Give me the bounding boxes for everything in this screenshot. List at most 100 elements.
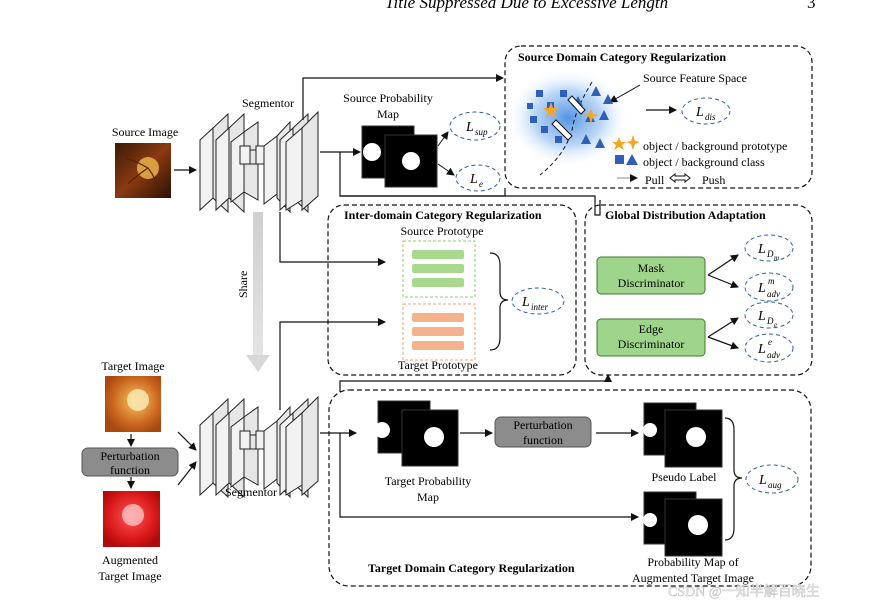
svg-text:D: D	[766, 249, 774, 259]
svg-text:adv: adv	[767, 350, 780, 360]
target-prob-label-1: Target Probability	[385, 474, 472, 488]
legend-push-icon	[669, 172, 691, 184]
legend-prototype-label: object / background prototype	[643, 139, 787, 153]
target-image-label: Target Image	[101, 359, 164, 373]
segmentor-to-source-domain-arrow	[302, 74, 504, 120]
prob-to-global-arrow	[340, 195, 601, 216]
decision-boundary	[539, 81, 593, 176]
loss-sup: L sup	[449, 111, 501, 141]
prob-to-lsup-arrow	[437, 131, 449, 147]
svg-text:sup: sup	[475, 127, 488, 137]
source-domain-title: Source Domain Category Regularization	[518, 50, 726, 64]
svg-text:aug: aug	[768, 480, 782, 490]
inter-domain-title: Inter-domain Category Regularization	[344, 208, 542, 222]
inter-brace	[489, 252, 509, 351]
source-prototype-stack	[402, 240, 476, 298]
svg-text:e: e	[768, 337, 772, 347]
svg-text:L: L	[695, 105, 704, 120]
loss-aug: L aug	[745, 464, 799, 494]
legend-pull-label: Pull	[645, 173, 665, 187]
svg-text:L: L	[465, 120, 474, 135]
svg-text:L: L	[757, 309, 766, 324]
source-image-label: Source Image	[112, 125, 178, 139]
share-arrow	[246, 212, 270, 372]
loss-adv-m: L m adv	[744, 272, 794, 302]
svg-text:Discriminator: Discriminator	[618, 337, 685, 351]
feature-space-pointer	[609, 84, 641, 103]
loss-dm: L D m	[744, 234, 794, 262]
augmented-target-image	[103, 491, 160, 547]
loss-adv-e: L e adv	[744, 333, 794, 363]
target-segmentor	[199, 395, 319, 499]
source-prob-map-label-2: Map	[377, 107, 399, 121]
svg-text:function: function	[523, 433, 563, 447]
legend-prototype-icons	[612, 135, 640, 150]
svg-text:D: D	[766, 316, 774, 326]
global-adaptation-title: Global Distribution Adaptation	[605, 208, 766, 222]
prob-to-le-arrow	[437, 163, 455, 176]
page-number: 3	[807, 0, 816, 12]
aug-probability-map	[643, 491, 723, 557]
source-probability-map	[361, 125, 438, 188]
svg-text:dis: dis	[705, 112, 716, 122]
target-prototype-stack	[402, 303, 476, 361]
feature-space-glow	[506, 68, 630, 168]
loss-de: L D e	[744, 301, 794, 329]
svg-text:function: function	[110, 463, 150, 477]
svg-text:L: L	[758, 473, 767, 488]
svg-text:L: L	[757, 242, 766, 257]
legend-class-label: object / background class	[643, 155, 765, 169]
target-segmentor-label: Segmentor	[225, 485, 277, 499]
target-prototype-label: Target Prototype	[398, 358, 478, 372]
mask-discriminator: Mask Discriminator	[596, 256, 706, 295]
source-segmentor-label: Segmentor	[242, 96, 294, 110]
svg-text:adv: adv	[767, 289, 780, 299]
target-prob-label-2: Map	[417, 490, 439, 504]
augmented-to-segmentor-arrow	[177, 461, 197, 486]
target-domain-panel	[328, 389, 812, 587]
pseudo-label-text: Pseudo Label	[652, 470, 718, 484]
svg-text:m: m	[768, 276, 775, 286]
source-feature-space-label: Source Feature Space	[643, 71, 747, 85]
segmentor-to-aug-prob-arrow	[339, 433, 639, 521]
legend-class-icons	[615, 154, 638, 165]
loss-inter: L inter	[511, 287, 565, 315]
svg-text:L: L	[469, 172, 478, 187]
svg-text:Edge: Edge	[639, 322, 664, 336]
aug-prob-label-2: Augmented Target Image	[632, 571, 754, 585]
svg-text:e: e	[479, 179, 483, 189]
panel-perturbation-function: Perturbation function	[494, 416, 592, 448]
target-domain-title: Target Domain Category Regularization	[368, 561, 575, 575]
discriminator-loss-arrows	[707, 254, 739, 350]
share-label: Share	[236, 271, 250, 298]
source-segmentor	[199, 110, 319, 214]
aug-brace	[724, 417, 743, 541]
global-adaptation-panel	[584, 204, 813, 376]
inter-domain-panel	[327, 204, 577, 376]
target-probability-map	[374, 400, 459, 467]
augmented-label-1: Augmented	[102, 553, 158, 567]
svg-text:Perturbation: Perturbation	[513, 418, 572, 432]
target-to-segmentor-arrow	[177, 431, 197, 451]
edge-discriminator: Edge Discriminator	[596, 318, 706, 357]
source-domain-panel	[504, 45, 813, 189]
target-segmentor-to-target-prototype-arrow	[279, 318, 386, 410]
svg-text:m: m	[774, 254, 779, 262]
svg-text:L: L	[757, 342, 766, 357]
source-prob-map-label-1: Source Probability	[343, 91, 433, 105]
loss-dis: L dis	[681, 97, 731, 125]
svg-text:Mask: Mask	[638, 261, 665, 275]
svg-text:L: L	[521, 295, 530, 310]
segmentor-to-source-prototype-arrow	[279, 212, 386, 266]
aug-prob-label-1: Probability Map of	[647, 555, 738, 569]
push-pull-arrows	[551, 95, 586, 141]
pseudo-label-map	[643, 402, 723, 468]
target-perturbation-function: Perturbation function	[81, 447, 179, 477]
legend-push-label: Push	[702, 173, 725, 187]
svg-text:Discriminator: Discriminator	[618, 276, 685, 290]
source-image	[115, 143, 171, 198]
augmented-label-2: Target Image	[98, 569, 161, 583]
svg-text:inter: inter	[531, 302, 548, 312]
